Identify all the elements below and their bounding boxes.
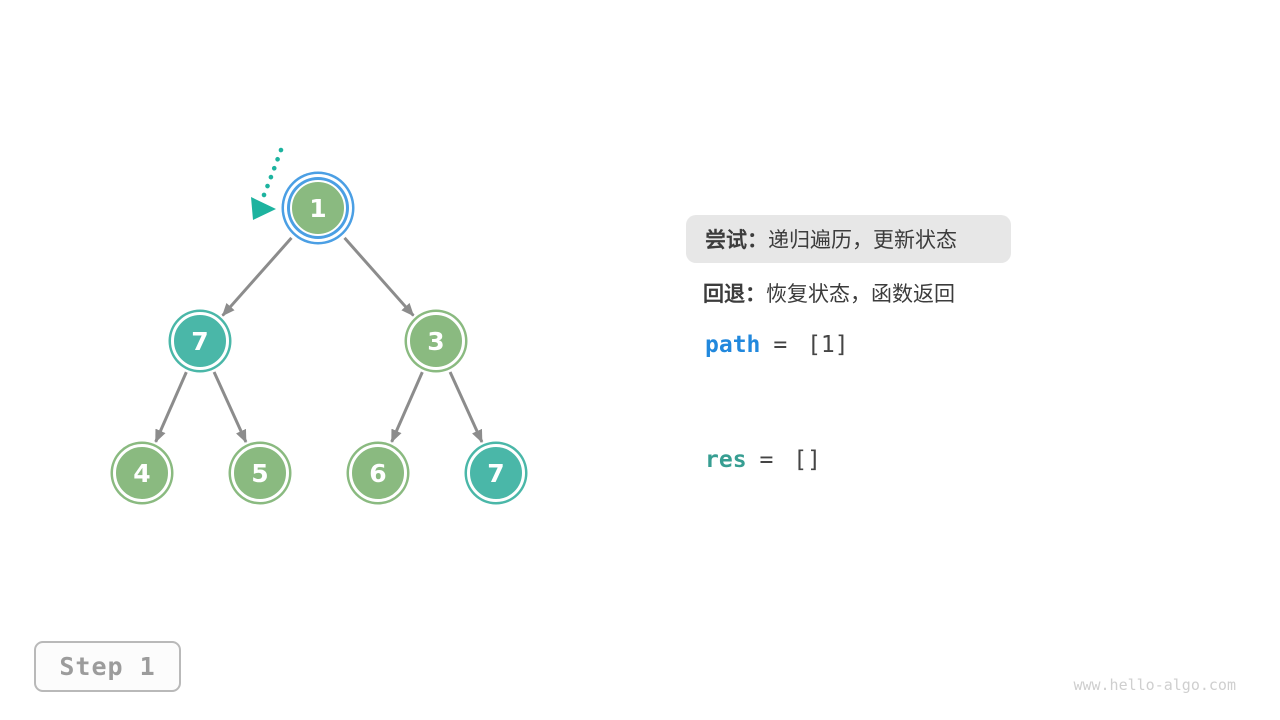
tree-edge [154, 371, 188, 443]
path-variable-name: path [705, 332, 761, 358]
hint-try-label: 尝试： [705, 229, 768, 252]
hint-back: 回退：恢复状态，函数返回 [703, 278, 955, 308]
path-variable-line: path = [1] [705, 332, 849, 358]
tree-node-5: 5 [231, 444, 289, 502]
step-badge: Step 1 [34, 641, 181, 692]
hint-back-text: 恢复状态，函数返回 [766, 283, 955, 306]
tree-node-7: 7 [467, 444, 525, 502]
tree-node-3: 3 [407, 312, 465, 370]
recursion-pointer-dotted-arrow [261, 147, 284, 198]
tree-edge [221, 236, 293, 317]
tree-node-7: 7 [171, 312, 229, 370]
recursion-pointer-arrowhead-icon [251, 197, 276, 220]
tree-edges [154, 236, 484, 443]
tree-node-6: 6 [349, 444, 407, 502]
tree-edge [448, 371, 484, 443]
hint-try: 尝试：递归遍历，更新状态 [686, 215, 1011, 263]
tree-edges-svg [154, 147, 484, 443]
hint-back-label: 回退： [703, 283, 766, 306]
tree-node-4: 4 [113, 444, 171, 502]
res-variable-line: res = [] [705, 447, 821, 473]
res-variable-name: res [705, 447, 747, 473]
hint-try-text: 递归遍历，更新状态 [768, 229, 957, 252]
tree-node-1: 1 [290, 180, 346, 236]
tree-edge [390, 371, 424, 443]
watermark: www.hello-algo.com [1073, 676, 1236, 694]
path-variable-value: = [1] [773, 332, 849, 358]
tree-edge [343, 236, 415, 317]
tree-edge [212, 371, 248, 443]
res-variable-value: = [] [759, 447, 821, 473]
